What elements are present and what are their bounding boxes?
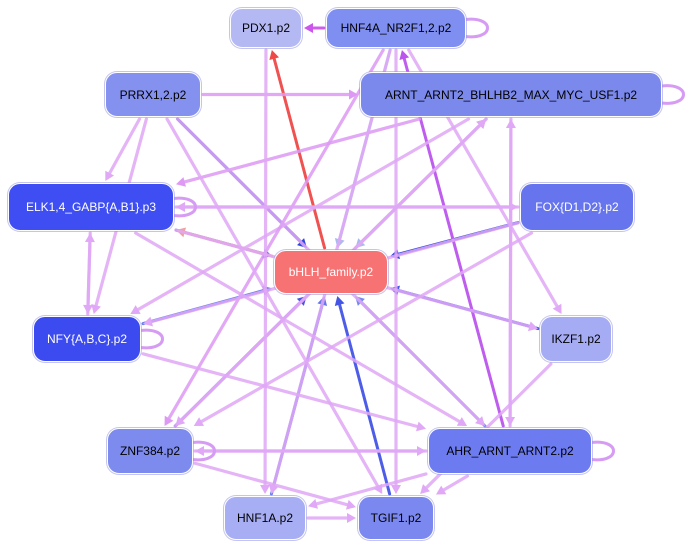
edge-line: [86, 236, 92, 316]
node-arnt-family[interactable]: ARNT_ARNT2_BHLHB2_MAX_MYC_USF1.p2: [360, 72, 662, 117]
edge-prrx1-to-elk1: [105, 117, 142, 181]
edge-arrowhead: [143, 316, 153, 327]
edge-arrowhead: [269, 50, 280, 60]
edge-arrowhead: [193, 417, 205, 426]
edge-nfy-to-elk1: [84, 233, 95, 316]
edge-prrx1-to-arnt: [201, 89, 358, 100]
edge-line: [165, 117, 382, 491]
edge-arrowhead: [528, 321, 538, 332]
self-loop-nfy: [136, 328, 164, 350]
node-ikzf1[interactable]: IKZF1.p2: [540, 316, 612, 362]
node-hnf4a-nr2f1[interactable]: HNF4A_NR2F1,2.p2: [326, 8, 466, 48]
edge-arrowhead: [373, 483, 383, 494]
edge-line: [165, 48, 385, 423]
node-pdx1[interactable]: PDX1.p2: [230, 8, 302, 48]
edge-line: [106, 117, 142, 178]
self-loop-znf384: [188, 440, 216, 462]
edge-pdx1-to-hnf1a: [260, 48, 271, 494]
edge-hnf4a-to-tgif1: [391, 48, 401, 494]
edge-arrowhead: [349, 89, 358, 100]
edge-arrowhead: [347, 513, 356, 523]
edge-ahr-to-znf384: [195, 446, 428, 456]
edge-arrowhead: [456, 417, 468, 426]
node-znf384[interactable]: ZNF384.p2: [107, 428, 193, 474]
edge-arrowhead: [130, 305, 141, 314]
edges-layer: [83, 23, 562, 523]
edge-line: [133, 117, 471, 313]
edge-line: [196, 231, 534, 425]
edge-line: [263, 48, 268, 491]
edge-line: [337, 299, 392, 496]
edge-line: [141, 352, 423, 429]
node-ahr-arnt-arnt2[interactable]: AHR_ARNT_ARNT2.p2: [428, 428, 592, 474]
edge-arrowhead: [304, 23, 313, 33]
node-tgif1[interactable]: TGIF1.p2: [358, 496, 434, 540]
self-loop-hnf4a: [461, 17, 489, 39]
edge-line: [508, 122, 513, 428]
edge-arrowhead: [260, 484, 271, 494]
edge-hnf4a-to-pdx1: [304, 23, 326, 33]
edge-arrowhead: [176, 177, 186, 187]
edge-arrowhead: [308, 499, 319, 509]
node-hnf1a[interactable]: HNF1A.p2: [224, 496, 306, 540]
edge-hnf4a-to-znf384: [164, 48, 385, 426]
node-bhlh-family[interactable]: bHLH_family.p2: [274, 250, 388, 294]
self-loops-layer: [136, 17, 685, 462]
edge-arrowhead: [416, 421, 426, 432]
edge-line: [439, 474, 470, 494]
edge-arrowhead: [84, 233, 95, 243]
edge-arrowhead: [399, 50, 410, 60]
edge-tgif1-to-bhlh: [334, 296, 392, 496]
self-loop-elk1: [169, 196, 197, 218]
edge-line: [134, 231, 465, 425]
edge-arnt-to-elk1: [176, 117, 422, 187]
node-nfy-abc[interactable]: NFY{A,B,C}.p2: [33, 316, 141, 362]
edge-nfy-to-ahr: [141, 352, 426, 432]
edge-arrowhead: [164, 415, 174, 426]
edge-arrowhead: [475, 416, 485, 426]
edge-arrowhead: [391, 485, 401, 494]
edge-arrowhead: [105, 170, 115, 181]
edge-arrowhead: [505, 119, 516, 129]
edge-arrowhead: [420, 484, 431, 494]
edge-hnf1a-to-tgif1: [306, 513, 356, 523]
edge-ahr-to-tgif1: [436, 474, 470, 495]
self-loop-arnt: [657, 84, 685, 105]
edge-arrowhead: [509, 202, 518, 212]
edge-arrowhead: [436, 485, 447, 495]
edge-arrowhead: [195, 446, 204, 456]
edge-line: [179, 117, 422, 185]
self-loop-ahr: [587, 440, 615, 462]
edge-arnt-to-nfy: [130, 117, 471, 314]
edge-ahr-to-arnt: [505, 119, 516, 428]
edge-znf384-to-tgif1: [193, 461, 356, 510]
node-elk1-gabp[interactable]: ELK1,4_GABP{A,B1}.p3: [8, 183, 174, 231]
edge-prrx1-to-tgif1: [165, 117, 383, 494]
edge-arrowhead: [91, 304, 101, 314]
edge-arrowhead: [346, 499, 356, 510]
edge-fox-to-znf384: [193, 231, 534, 426]
edge-arrowhead: [552, 303, 562, 314]
edge-arrowhead: [334, 296, 345, 306]
edge-arrowhead: [476, 119, 487, 129]
edge-elk1-to-ahr: [134, 231, 468, 426]
edge-line: [193, 461, 353, 508]
edge-elk1-to-fox: [174, 202, 518, 212]
node-fox-d1-d2[interactable]: FOX{D1,D2}.p2: [520, 183, 634, 231]
node-prrx1[interactable]: PRRX1,2.p2: [105, 72, 201, 117]
